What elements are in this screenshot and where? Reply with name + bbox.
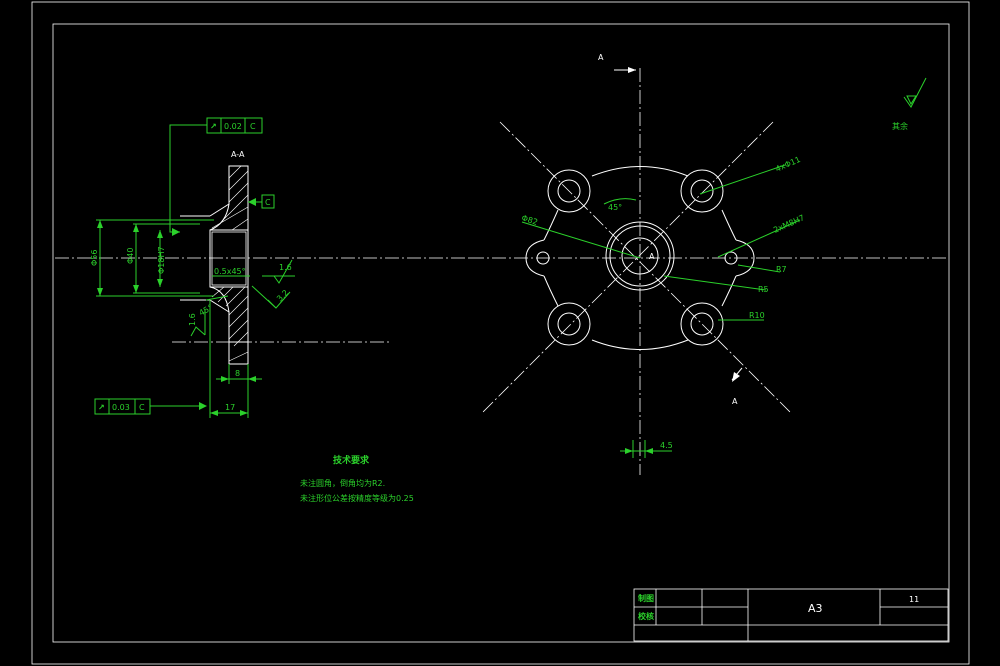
center-label: A (649, 252, 655, 261)
label-4xd11: 4xΦ11 (774, 155, 802, 174)
side-hole-right (724, 251, 738, 265)
tolerance-bottom-value: 0.03 (112, 403, 130, 412)
tolerance-frame-bottom: ↗ 0.03 C (94, 398, 207, 415)
remaining-roughness-label: 其余 (892, 121, 908, 131)
angle-45-plan: 45° (608, 203, 622, 212)
flange-profile (209, 165, 249, 365)
section-title: A-A (231, 150, 245, 159)
dim-45: 4.5 (660, 441, 673, 450)
view-label-bottom: A (732, 397, 738, 406)
label-r10: R10 (749, 311, 765, 320)
tolerance-bottom-datum: C (139, 403, 145, 412)
svg-text:↗: ↗ (98, 403, 105, 412)
label-r5: R5 (758, 285, 769, 294)
center-boss (605, 221, 675, 291)
section-hatching (211, 165, 249, 362)
side-hole-left (536, 251, 550, 265)
tolerance-top-datum: C (250, 122, 256, 131)
roughness-32: 3.2 (275, 288, 290, 303)
tech-title: 技术要求 (333, 454, 370, 466)
dim-17: 17 (225, 403, 235, 412)
diameter-dimensions: Φ56 Φ40 Φ18H7 (90, 219, 214, 297)
title-check-label: 校核 (638, 611, 654, 621)
chamfer-label: 0.5x45° (214, 267, 246, 276)
label-thread: 2xM8H7 (772, 213, 806, 235)
dim-bore: Φ18H7 (157, 246, 166, 274)
roughness-16b: 1.6 (188, 313, 197, 326)
tech-line2: 未注形位公差按精度等级为0.25 (300, 493, 414, 503)
dim-8: 8 (235, 369, 240, 378)
title-sheet-size: A3 (808, 602, 823, 615)
dim-d56: Φ56 (90, 250, 99, 266)
flange-outline (543, 166, 737, 350)
roughness-16a: 1.6 (279, 263, 292, 272)
label-r7: R7 (776, 265, 787, 274)
section-view: A-A C ↗ 0.02 C ↗ 0.03 C (55, 117, 470, 418)
datum-c-label: C (265, 198, 271, 207)
width-dimensions: 8 17 (209, 300, 262, 418)
title-drawing-label: 制图 (638, 593, 654, 603)
title-block: 制图 校核 A3 11 (633, 588, 949, 642)
dim-d40: Φ40 (126, 248, 135, 264)
outer-border (31, 1, 970, 665)
svg-text:↗: ↗ (210, 122, 217, 131)
label-d82: Φ82 (520, 213, 538, 227)
bolt-bosses (547, 169, 724, 346)
tolerance-frame-top: ↗ 0.02 C (169, 117, 263, 236)
view-label-top: A (598, 53, 604, 62)
technical-requirements: 技术要求 未注圆角，倒角均为R2. 未注形位公差按精度等级为0.25 (300, 454, 414, 503)
tech-line1: 未注圆角，倒角均为R2. (300, 478, 385, 488)
title-number: 11 (909, 595, 919, 604)
angle-45-section: 45° (198, 303, 215, 318)
plan-view: A A A 45° 4xΦ11 Φ82 2xM8H7 R7 R5 R10 4.5 (470, 53, 948, 475)
tolerance-top-value: 0.02 (224, 122, 242, 131)
inner-border (52, 23, 950, 643)
remaining-roughness: 其余 (892, 77, 927, 131)
